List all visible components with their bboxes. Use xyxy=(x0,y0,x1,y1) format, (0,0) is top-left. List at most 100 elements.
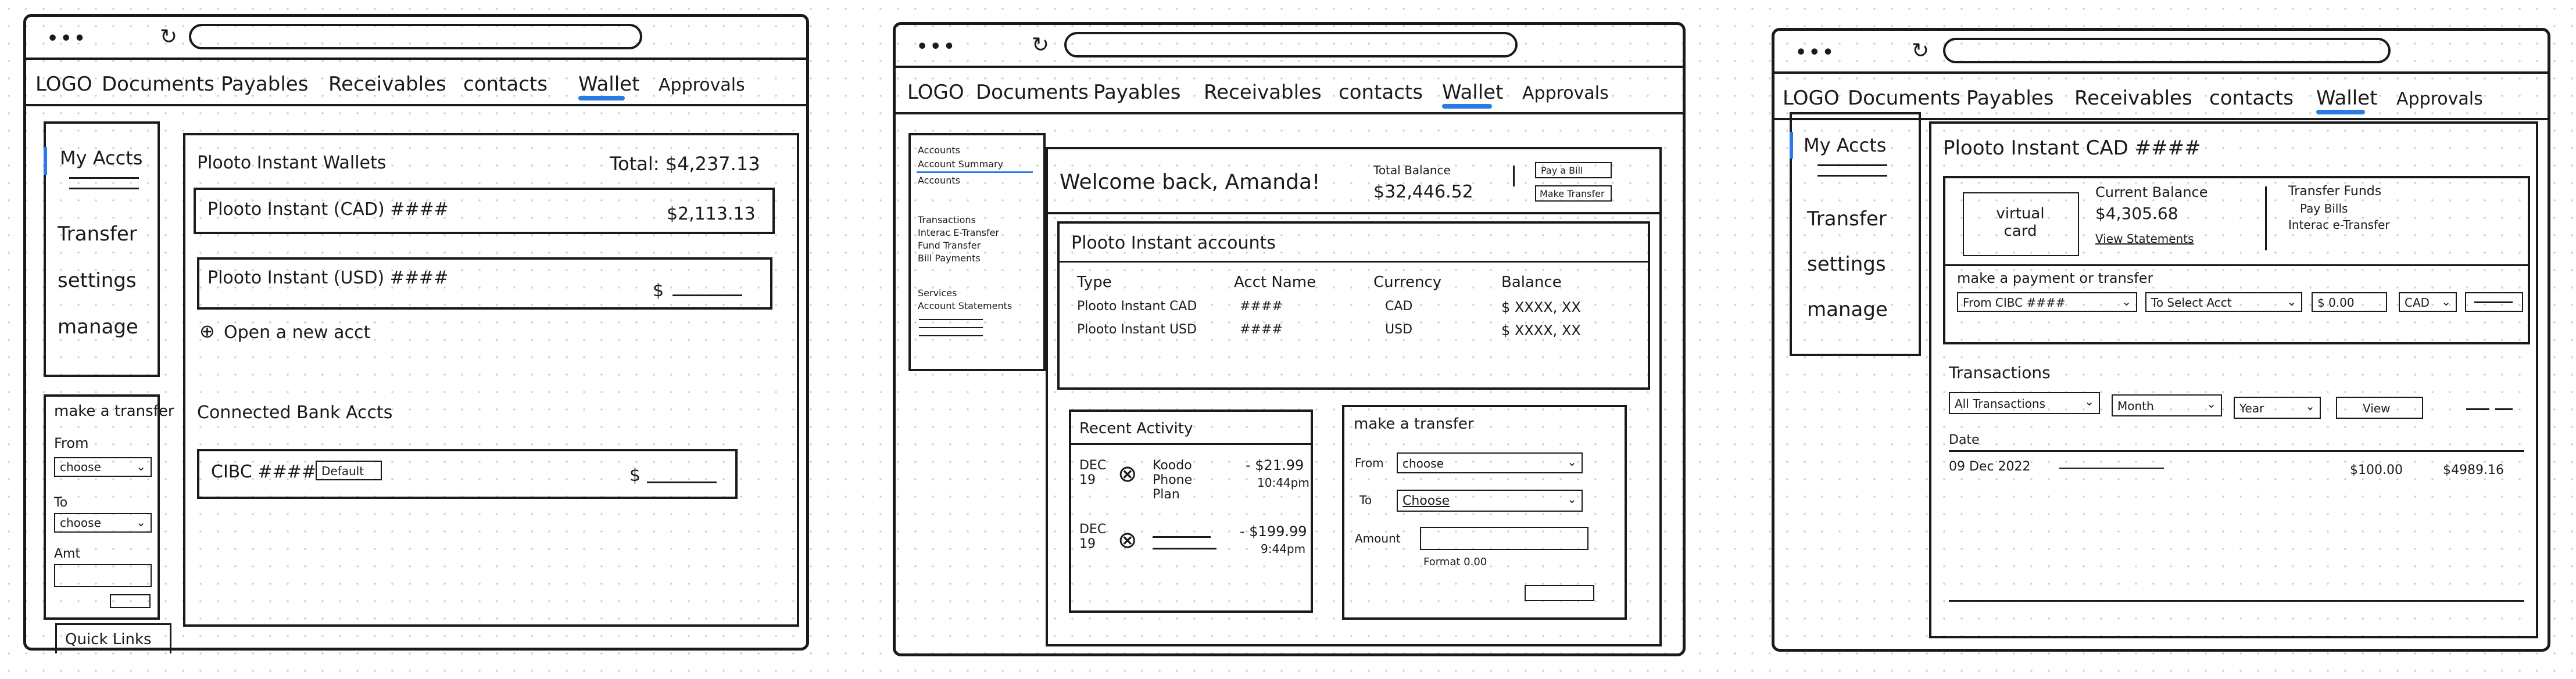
top-nav: LOGO Documents Payables Receivables cont… xyxy=(1774,71,2548,120)
url-bar[interactable] xyxy=(189,24,642,49)
nav-logo[interactable]: LOGO xyxy=(1783,87,1840,110)
nav-wallet[interactable]: Wallet xyxy=(1442,81,1504,104)
view-statements-link[interactable]: View Statements xyxy=(2095,232,2194,246)
submit-button[interactable] xyxy=(1525,585,1594,601)
sidebar-heading-transactions[interactable]: Transactions xyxy=(918,214,976,225)
nav-documents[interactable]: Documents xyxy=(1848,87,1960,110)
from-label: From xyxy=(54,435,89,451)
plus-icon[interactable]: ⊕ xyxy=(199,320,215,342)
sidebar-item-settings[interactable]: settings xyxy=(58,269,137,292)
nav-approvals[interactable]: Approvals xyxy=(2396,89,2483,109)
pay-bill-button[interactable]: Pay a Bill xyxy=(1535,162,1612,178)
chevron-down-icon: ⌄ xyxy=(2206,397,2216,411)
close-icon: ⊗ xyxy=(1118,461,1137,487)
reload-icon[interactable]: ↻ xyxy=(160,25,178,49)
currency-select[interactable]: CAD ⌄ xyxy=(2399,292,2457,312)
browser-window-wallets: ••• ↻ LOGO Documents Payables Receivable… xyxy=(23,14,809,653)
from-select[interactable]: choose ⌄ xyxy=(54,457,152,477)
sidebar-item-bill-payments[interactable]: Bill Payments xyxy=(918,253,981,264)
nav-logo[interactable]: LOGO xyxy=(907,81,964,104)
nav-contacts[interactable]: contacts xyxy=(2209,87,2294,110)
transfer-funds-link[interactable]: Transfer Funds xyxy=(2288,184,2382,199)
to-select[interactable]: To Select Acct ⌄ xyxy=(2145,292,2302,312)
nav-documents[interactable]: Documents xyxy=(976,81,1089,104)
wallet-usd-name: Plooto Instant (USD) #### xyxy=(207,268,449,288)
nav-contacts[interactable]: contacts xyxy=(463,73,548,96)
sidebar-item-manage[interactable]: manage xyxy=(1807,298,1888,321)
nav-approvals[interactable]: Approvals xyxy=(1522,83,1609,103)
activity-time: 9:44pm xyxy=(1261,542,1306,556)
open-new-acct-link[interactable]: Open a new acct xyxy=(224,322,371,343)
nav-logo[interactable]: LOGO xyxy=(35,73,92,96)
from-select[interactable]: choose ⌄ xyxy=(1397,452,1583,473)
virtual-card[interactable]: virtual card xyxy=(1963,192,2079,256)
transactions-filter-select[interactable]: All Transactions ⌄ xyxy=(1949,392,2100,414)
nav-documents[interactable]: Documents xyxy=(102,73,214,96)
sidebar-item-accounts[interactable]: Accounts xyxy=(918,175,960,186)
nav-payables[interactable]: Payables xyxy=(221,73,309,96)
year-select[interactable]: Year ⌄ xyxy=(2234,397,2321,419)
sidebar-item-settings[interactable]: settings xyxy=(1807,253,1886,276)
reload-icon[interactable]: ↻ xyxy=(1912,39,1930,63)
nav-payables[interactable]: Payables xyxy=(1966,87,2054,110)
interac-link[interactable]: Interac e-Transfer xyxy=(2288,218,2390,232)
row-type: Plooto Instant CAD xyxy=(1077,299,1197,314)
nav-payables[interactable]: Payables xyxy=(1093,81,1181,104)
nav-approvals[interactable]: Approvals xyxy=(659,75,745,95)
browser-titlebar: ••• ↻ xyxy=(26,17,806,60)
month-value: Month xyxy=(2117,399,2154,413)
wallet-card-usd[interactable]: Plooto Instant (USD) #### $ xyxy=(197,257,772,310)
sidebar-item-my-accts[interactable]: My Accts xyxy=(60,147,143,169)
to-select-value: To Select Acct xyxy=(2151,296,2232,310)
more-options-line xyxy=(2466,408,2489,410)
amount-input[interactable]: $ 0.00 xyxy=(2312,292,2387,312)
from-select-value: choose xyxy=(60,460,101,474)
month-select[interactable]: Month ⌄ xyxy=(2112,394,2222,416)
sidebar-heading-accounts[interactable]: Accounts xyxy=(918,145,960,156)
quick-transfer-panel: make a transfer From choose ⌄ To choose … xyxy=(44,394,174,620)
nav-wallet[interactable]: Wallet xyxy=(578,73,640,96)
nav-receivables[interactable]: Receivables xyxy=(1204,81,1322,104)
sidebar-item-fund-transfer[interactable]: Fund Transfer xyxy=(918,240,981,251)
txn-balance: $4989.16 xyxy=(2443,463,2504,477)
nav-contacts[interactable]: contacts xyxy=(1339,81,1423,104)
default-badge-label: Default xyxy=(321,464,364,478)
reload-icon[interactable]: ↻ xyxy=(1032,33,1050,57)
to-select[interactable]: choose ⌄ xyxy=(54,513,152,533)
sidebar-heading-services[interactable]: Services xyxy=(918,288,957,299)
payment-section-title: make a payment or transfer xyxy=(1957,270,2153,286)
wallet-card-cad[interactable]: Plooto Instant (CAD) #### $2,113.13 xyxy=(194,188,775,234)
sidebar-item-transfer[interactable]: Transfer xyxy=(1807,207,1887,231)
to-select[interactable]: Choose ⌄ xyxy=(1397,490,1583,512)
table-header-currency: Currency xyxy=(1373,274,1442,291)
nav-wallet[interactable]: Wallet xyxy=(2316,87,2378,110)
amount-input[interactable] xyxy=(1420,527,1588,550)
sidebar-item-my-accts[interactable]: My Accts xyxy=(1804,134,1887,156)
bank-card-cibc[interactable]: CIBC #### Default $ xyxy=(197,449,738,499)
from-select[interactable]: From CIBC #### ⌄ xyxy=(1957,292,2137,312)
table-header-balance: Balance xyxy=(1501,274,1562,291)
sidebar-item-account-summary[interactable]: Account Summary xyxy=(918,159,1004,170)
view-button[interactable]: View xyxy=(2336,397,2423,419)
sidebar-item-account-statements[interactable]: Account Statements xyxy=(918,300,1012,311)
divider xyxy=(2265,186,2267,250)
pay-bills-link[interactable]: Pay Bills xyxy=(2300,202,2348,215)
nav-receivables[interactable]: Receivables xyxy=(2074,87,2192,110)
currency-select-value: CAD xyxy=(2405,296,2430,310)
sidebar-item-transfer[interactable]: Transfer xyxy=(58,222,137,246)
submit-button[interactable] xyxy=(2465,292,2523,312)
table-bottom-line xyxy=(1949,600,2524,602)
sidebar-item-interac[interactable]: Interac E-Transfer xyxy=(918,227,999,238)
accounts-table-panel: Plooto Instant accounts Type Acct Name C… xyxy=(1057,221,1650,390)
submit-button[interactable] xyxy=(110,594,151,608)
make-transfer-button[interactable]: Make Transfer xyxy=(1535,185,1612,202)
quick-links-button[interactable]: Quick Links xyxy=(55,623,171,653)
nav-receivables[interactable]: Receivables xyxy=(328,73,446,96)
amt-input[interactable] xyxy=(54,564,152,587)
url-bar[interactable] xyxy=(1943,38,2391,63)
txn-date: 09 Dec 2022 xyxy=(1949,459,2031,474)
row-balance: $ XXXX, XX xyxy=(1501,322,1581,339)
sidebar-item-manage[interactable]: manage xyxy=(58,315,138,339)
url-bar[interactable] xyxy=(1064,32,1518,58)
browser-titlebar: ••• ↻ xyxy=(1774,31,2548,74)
